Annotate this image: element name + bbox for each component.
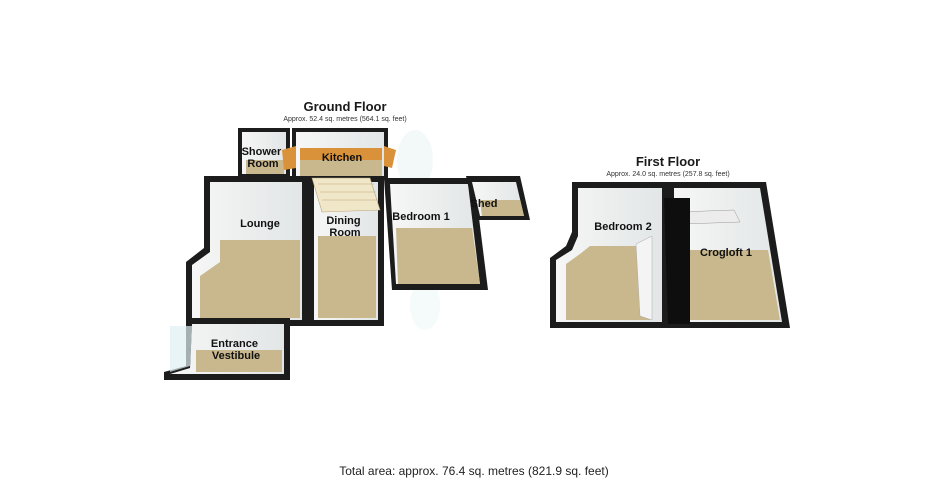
label-crogloft-1: Crogloft 1 (700, 247, 752, 259)
label-kitchen: Kitchen (322, 152, 363, 164)
room-shed (466, 176, 530, 220)
first-floor-plan: First Floor Approx. 24.0 sq. metres (257… (550, 154, 790, 328)
chimney-stack (664, 198, 690, 324)
room-lounge (186, 176, 308, 326)
room-bedroom-1 (384, 178, 488, 290)
total-area: Total area: approx. 76.4 sq. metres (821… (339, 464, 608, 478)
room-dining-room (308, 176, 384, 326)
ground-floor-area: Approx. 52.4 sq. metres (564.1 sq. feet) (283, 116, 406, 123)
room-kitchen (282, 128, 396, 180)
first-floor-area: Approx. 24.0 sq. metres (257.8 sq. feet) (606, 171, 729, 178)
first-floor-title: First Floor (636, 154, 700, 169)
room-crogloft-1 (668, 182, 790, 328)
room-entrance-vestibule (164, 318, 290, 380)
label-bedroom-1: Bedroom 1 (392, 211, 449, 223)
label-lounge: Lounge (240, 218, 280, 230)
ground-floor-plan: Ground Floor Approx. 52.4 sq. metres (56… (164, 99, 530, 380)
ground-floor-title: Ground Floor (303, 99, 386, 114)
internal-wall (302, 208, 312, 300)
label-bedroom-2: Bedroom 2 (594, 221, 651, 233)
room-bedroom-2 (550, 182, 668, 328)
label-dining-room: Dining Room (326, 215, 363, 239)
label-shed: Shed (471, 198, 498, 210)
label-shower-room: Shower Room (242, 146, 285, 170)
room-shower-room (238, 128, 290, 178)
label-entrance-vestibule: Entrance Vestibule (211, 338, 261, 362)
